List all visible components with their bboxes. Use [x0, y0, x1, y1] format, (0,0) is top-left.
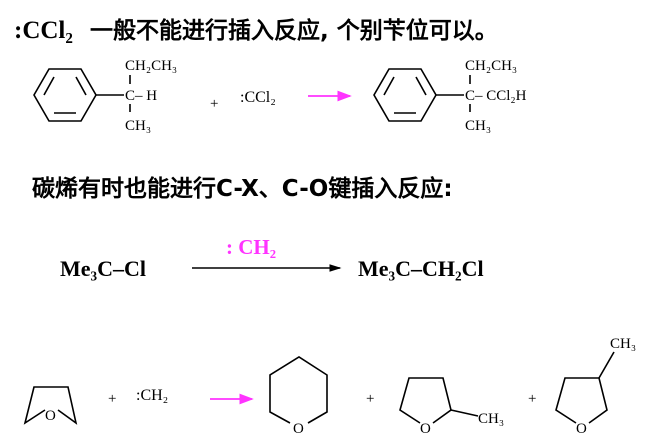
reactant1-center: C– H	[125, 88, 157, 104]
benzene-ring-product	[373, 68, 471, 122]
benzene-ring-reactant	[33, 68, 131, 122]
reactant1-top-group: CH₂CH₃	[125, 58, 177, 74]
heading1-text: 一般不能进行插入反应, 个别苄位可以。	[90, 17, 498, 44]
oxygen-label: O	[420, 421, 431, 437]
plus-sign: +	[210, 96, 218, 112]
plus-sign: +	[108, 391, 116, 407]
oxygen-label: O	[45, 408, 56, 424]
methyl-label: CH₃	[478, 411, 504, 427]
reagent-dichlorocarbene: :CCl₂	[240, 89, 276, 106]
product1-bottom-group: CH₃	[465, 118, 491, 134]
tetrahydrofuran-reactant	[23, 386, 78, 425]
reaction2-reagent: : CH₂	[226, 235, 276, 259]
heading2-text: 碳烯有时也能进行C-X、C-O键插入反应:	[32, 175, 453, 202]
plus-sign: +	[366, 391, 374, 407]
reactant1-bottom-group: CH₃	[125, 118, 151, 134]
product1-top-group: CH₂CH₃	[465, 58, 517, 74]
tetrahydropyran-product	[269, 356, 328, 424]
reaction2-reactant: Me₃C–Cl	[60, 256, 146, 281]
oxygen-label: O	[576, 421, 587, 437]
2-methyltetrahydrofuran-product	[399, 377, 479, 424]
reaction2-product: Me₃C–CH₂Cl	[358, 256, 484, 281]
oxygen-label: O	[293, 421, 304, 437]
3-methyltetrahydrofuran-product	[555, 351, 615, 424]
product1-center: C– CCl₂H	[465, 88, 527, 104]
methyl-label: CH₃	[610, 336, 636, 352]
plus-sign: +	[528, 391, 536, 407]
reaction3-reagent: :CH₂	[136, 387, 168, 404]
heading1-formula: :CCl₂	[14, 17, 73, 44]
